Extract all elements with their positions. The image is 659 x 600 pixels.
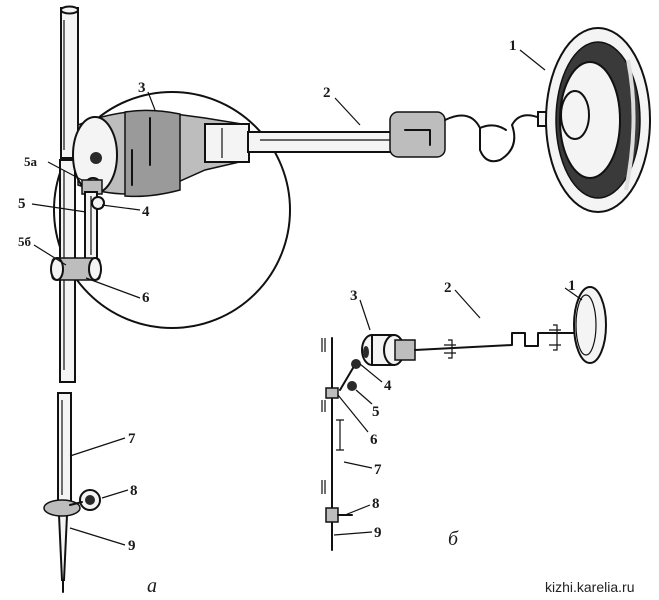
label-b-2: 2 [444,280,452,296]
handwheel [545,27,651,213]
main-shaft [247,111,574,163]
label-a-2: 2 [323,85,331,101]
label-a-5: 5 [18,196,26,212]
label-a-9: 9 [128,538,136,554]
label-a-8: 8 [130,483,138,499]
figure-b: 1 2 3 4 5 6 7 8 9 б [321,278,607,551]
label-a-5a: 5а [24,154,38,169]
leader-lines-a [31,49,546,546]
label-b-6: 6 [370,432,378,448]
label-a-4: 4 [142,204,150,220]
label-b-1: 1 [568,278,576,294]
schematic-crank-head [361,334,416,366]
label-b-9: 9 [374,525,382,541]
label-a-5b: 5б [18,234,32,249]
label-a-7: 7 [128,431,136,447]
figure-a: 1 2 3 4 5 5а 5б 6 7 8 9 а [18,5,651,597]
sublabel-a: а [147,575,157,597]
label-b-5: 5 [372,404,380,420]
label-b-3: 3 [350,288,358,304]
label-a-6: 6 [142,290,150,306]
connecting-link [50,177,105,281]
label-a-3: 3 [138,80,146,96]
label-b-4: 4 [384,378,392,394]
magnifier-circle [53,91,291,329]
sublabel-b: б [448,528,459,550]
label-b-7: 7 [374,462,382,478]
leader-lines-b [333,287,583,536]
needle-clamp [43,489,101,517]
watermark: kizhi.karelia.ru [545,579,634,595]
label-b-8: 8 [372,496,380,512]
label-a-1: 1 [509,38,517,54]
